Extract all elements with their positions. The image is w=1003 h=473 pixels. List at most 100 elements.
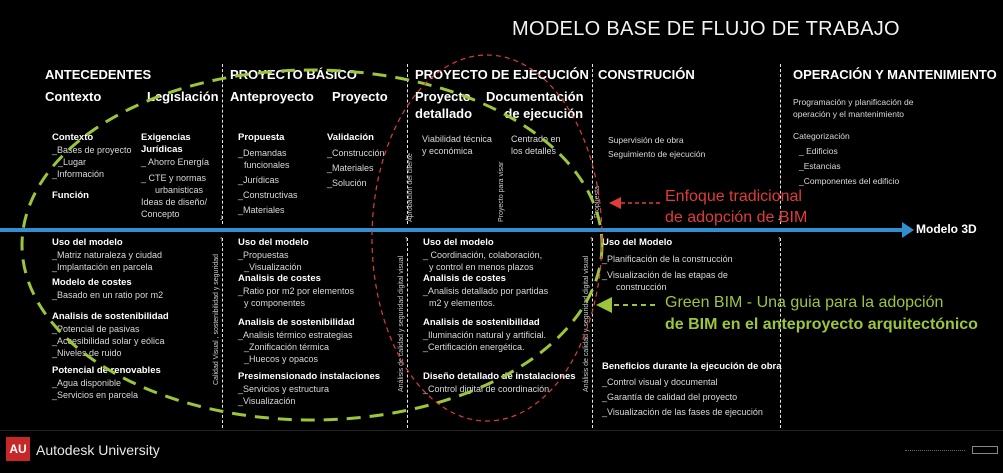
- phase-construccion: CONSTRUCIÓN: [598, 67, 695, 82]
- lower-heading: Uso del modelo: [423, 237, 494, 248]
- timeline-axis: [0, 228, 905, 232]
- list-item: _Solución: [327, 178, 367, 188]
- list-item: _Certificación energética.: [423, 342, 525, 352]
- upper-operacion-block: Programación y planificación de operació…: [793, 96, 913, 187]
- list-item: _Visualización: [238, 396, 296, 406]
- subphase-documentacion-line2: de ejecución: [504, 106, 584, 121]
- upper-contexto-block: Contexto _Bases de proyecto _Lugar _Info…: [52, 132, 132, 202]
- list-item: _Iluminación natural y artificial.: [423, 330, 547, 340]
- list-item: _Información: [52, 169, 105, 179]
- list-item: _Agua disponible: [52, 378, 122, 388]
- lower-heading: Diseño detallado de instalaciones: [423, 371, 576, 382]
- footer-bar: [0, 430, 1003, 473]
- lower-heading: Presimensionado instalaciones: [238, 371, 381, 382]
- list-item: Centrado en: [511, 134, 561, 144]
- lower-ejecucion-block: Uso del modelo _ Coordinación, colaborac…: [423, 237, 576, 395]
- upper-exigencias-title-2: Jurídicas: [141, 144, 183, 155]
- list-item: _Niveles de ruido: [52, 348, 122, 358]
- subphase-legislacion: Legislación: [147, 89, 219, 104]
- arrow-up-icon: ↑: [777, 234, 782, 244]
- upper-propuesta-block: Propuesta _Demandas funcionales _Jurídic…: [238, 132, 298, 216]
- list-item: _Control digital de coordinación: [423, 384, 550, 394]
- list-item: _Huecos y opacos: [244, 354, 319, 364]
- arrow-up-icon: ↑: [404, 234, 409, 244]
- footer-decoration: [905, 450, 965, 454]
- list-item: construcción: [616, 282, 667, 292]
- list-item: _Demandas: [238, 148, 287, 158]
- list-item: _Estancias: [799, 161, 841, 171]
- lower-heading: Potencial de renovables: [52, 365, 161, 376]
- lower-heading: Uso del modelo: [52, 237, 123, 248]
- phase-proyecto-ejecucion: PROYECTO DE EJECUCIÓN: [415, 67, 589, 82]
- subphase-documentacion: Documentación de ejecución: [486, 88, 584, 122]
- list-item: Supervisión de obra: [608, 135, 684, 145]
- list-item: Viabilidad técnica: [422, 134, 492, 144]
- lower-heading: Uso del Modelo: [602, 237, 673, 248]
- separator-lower-2: [407, 238, 408, 428]
- list-item: _ Edificios: [799, 146, 838, 156]
- lower-heading: Analisis de costes: [423, 273, 506, 284]
- note-green-bim-line1: Green BIM - Una guia para la adopción: [665, 294, 944, 311]
- phase-operacion: OPERACIÓN Y MANTENIMIENTO: [793, 67, 997, 82]
- note-green-bim-line2: de BIM en el anteproyecto arquitectónico: [665, 316, 978, 333]
- list-item: _Servicios en parcela: [52, 390, 139, 400]
- note-traditional: Enfoque tradicional de adopción de BIM: [665, 186, 807, 228]
- upper-viabilidad-block: Viabilidad técnica y económica: [422, 133, 492, 157]
- upper-centrado-block: Centrado en los detalles: [511, 133, 561, 157]
- lower-heading: Analisis de sostenibilidad: [52, 311, 169, 322]
- arrow-up-icon: ↑: [589, 234, 594, 244]
- brand-name: Autodesk University: [36, 442, 160, 458]
- list-item: _Visualización de las fases de ejecución: [602, 407, 763, 417]
- lower-heading: Modelo de costes: [52, 277, 132, 288]
- list-item: Programación y planificación de: [793, 97, 914, 107]
- lower-heading: Beneficios durante la ejecución de obra: [602, 361, 782, 372]
- upper-categorizacion-title: Categorización: [793, 131, 850, 141]
- phase-antecedentes: ANTECEDENTES: [45, 67, 152, 82]
- list-item: _Lugar: [58, 157, 87, 167]
- separator-upper-3: [592, 64, 593, 224]
- list-item: _ Coordinación, colaboración,: [423, 250, 543, 260]
- green-bim-ellipse: [20, 68, 604, 422]
- diagram-title: MODELO BASE DE FLUJO DE TRABAJO: [512, 18, 900, 40]
- upper-validacion-title: Validación: [327, 132, 374, 143]
- list-item: _Propuestas: [238, 250, 289, 260]
- list-item: _Visualización de las etapas de: [602, 270, 728, 280]
- list-item: y componentes: [244, 298, 306, 308]
- list-item: _Construcción: [327, 148, 385, 158]
- list-item: _Planificación de la construcción: [602, 254, 733, 264]
- subphase-anteproyecto: Anteproyecto: [230, 89, 314, 104]
- list-item: _Materiales: [238, 205, 285, 215]
- upper-propuesta-title: Propuesta: [238, 132, 285, 143]
- separator-lower-1: [222, 238, 223, 428]
- subphase-proyecto-detallado: Proyecto detallado: [415, 88, 472, 122]
- list-item: y control en menos plazos: [429, 262, 534, 272]
- list-item: _Analisis térmico estrategias: [238, 330, 353, 340]
- list-item: _Analisis detallado por partidas: [423, 286, 549, 296]
- footer-page-indicator-icon: [972, 446, 998, 454]
- separator-upper-4: [780, 64, 781, 224]
- traditional-bim-ellipse: [371, 54, 603, 422]
- list-item: _Zonificación térmica: [244, 342, 330, 352]
- list-item: _Servicios y estructura: [238, 384, 330, 394]
- list-item: operación y el mantenimiento: [793, 109, 905, 119]
- arrow-down-icon: ↓: [589, 212, 594, 222]
- subphase-proyecto-detallado-line1: Proyecto: [415, 89, 471, 104]
- list-item: _ CTE y normas: [141, 173, 207, 183]
- list-item: _Matriz naturaleza y ciudad: [52, 250, 163, 260]
- subphase-proyecto: Proyecto: [332, 89, 388, 104]
- upper-funcion-title: Función: [52, 190, 89, 201]
- autodesk-university-logo: AU: [6, 437, 30, 461]
- lower-heading: Analisis de costes: [238, 273, 321, 284]
- lower-heading: Analisis de sostenibilidad: [238, 317, 355, 328]
- note-traditional-line1: Enfoque tradicional: [665, 188, 802, 205]
- note-traditional-line2: de adopción de BIM: [665, 209, 808, 226]
- lower-antecedentes-block: Uso del modelo _Matriz naturaleza y ciud…: [52, 237, 169, 401]
- arrow-down-icon: ↓: [219, 212, 224, 222]
- list-item: _Potencial de pasivas: [52, 324, 140, 334]
- list-item: m2 y elementos.: [429, 298, 496, 308]
- list-item: _Basado en un ratio por m2: [52, 290, 164, 300]
- list-item: _Jurídicas: [238, 175, 280, 185]
- lower-basico-block: Uso del modelo _Propuestas _Visualizació…: [238, 237, 380, 407]
- overlay-shapes: [20, 54, 660, 422]
- arrow-right-icon: [902, 222, 914, 238]
